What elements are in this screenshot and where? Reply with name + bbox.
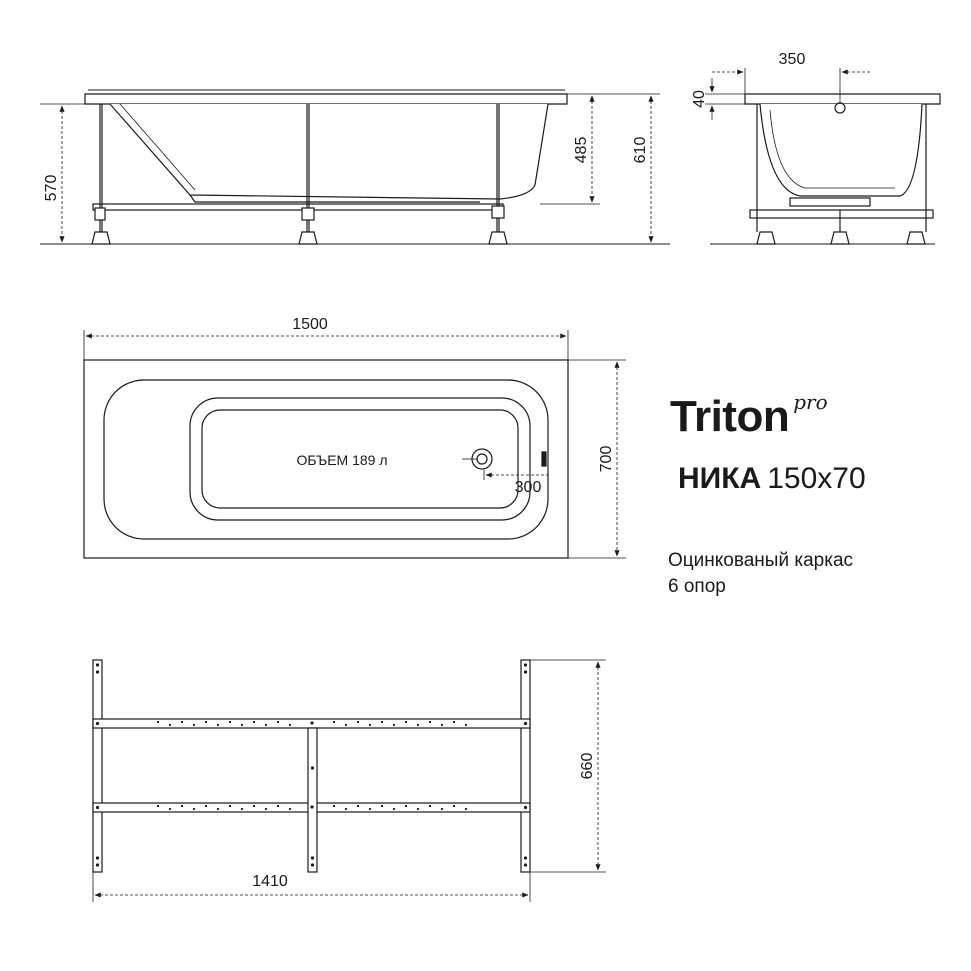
- frame-holes: [95, 663, 528, 867]
- dim-40: 40: [691, 90, 708, 108]
- dim-570: 570: [43, 175, 60, 202]
- volume-label: ОБЪЕМ 189 л: [297, 452, 388, 468]
- end-view: [705, 68, 941, 245]
- dim-700: 700: [598, 446, 615, 473]
- dim-300: 300: [515, 479, 542, 496]
- spec-list: Оцинкованый каркас 6 опор: [668, 548, 853, 600]
- frame-view: [92, 659, 531, 873]
- side-legs: [91, 104, 508, 245]
- dim-350: 350: [779, 51, 806, 68]
- top-view: [83, 330, 626, 559]
- dim-610: 610: [632, 137, 649, 164]
- brand-suffix: pro: [793, 390, 828, 414]
- dim-485: 485: [573, 137, 590, 164]
- model-size: 150x70: [767, 462, 866, 495]
- model-name: НИКА: [678, 462, 762, 495]
- side-view: [40, 89, 670, 245]
- dim-1500: 1500: [292, 316, 328, 333]
- dim-1410: 1410: [252, 873, 288, 890]
- frame-dimensions: [92, 659, 606, 902]
- spec-frame: Оцинкованый каркас: [668, 550, 854, 571]
- spec-supports: 6 опор: [668, 576, 726, 597]
- brand-name: Triton: [670, 392, 790, 441]
- dim-660: 660: [579, 753, 596, 780]
